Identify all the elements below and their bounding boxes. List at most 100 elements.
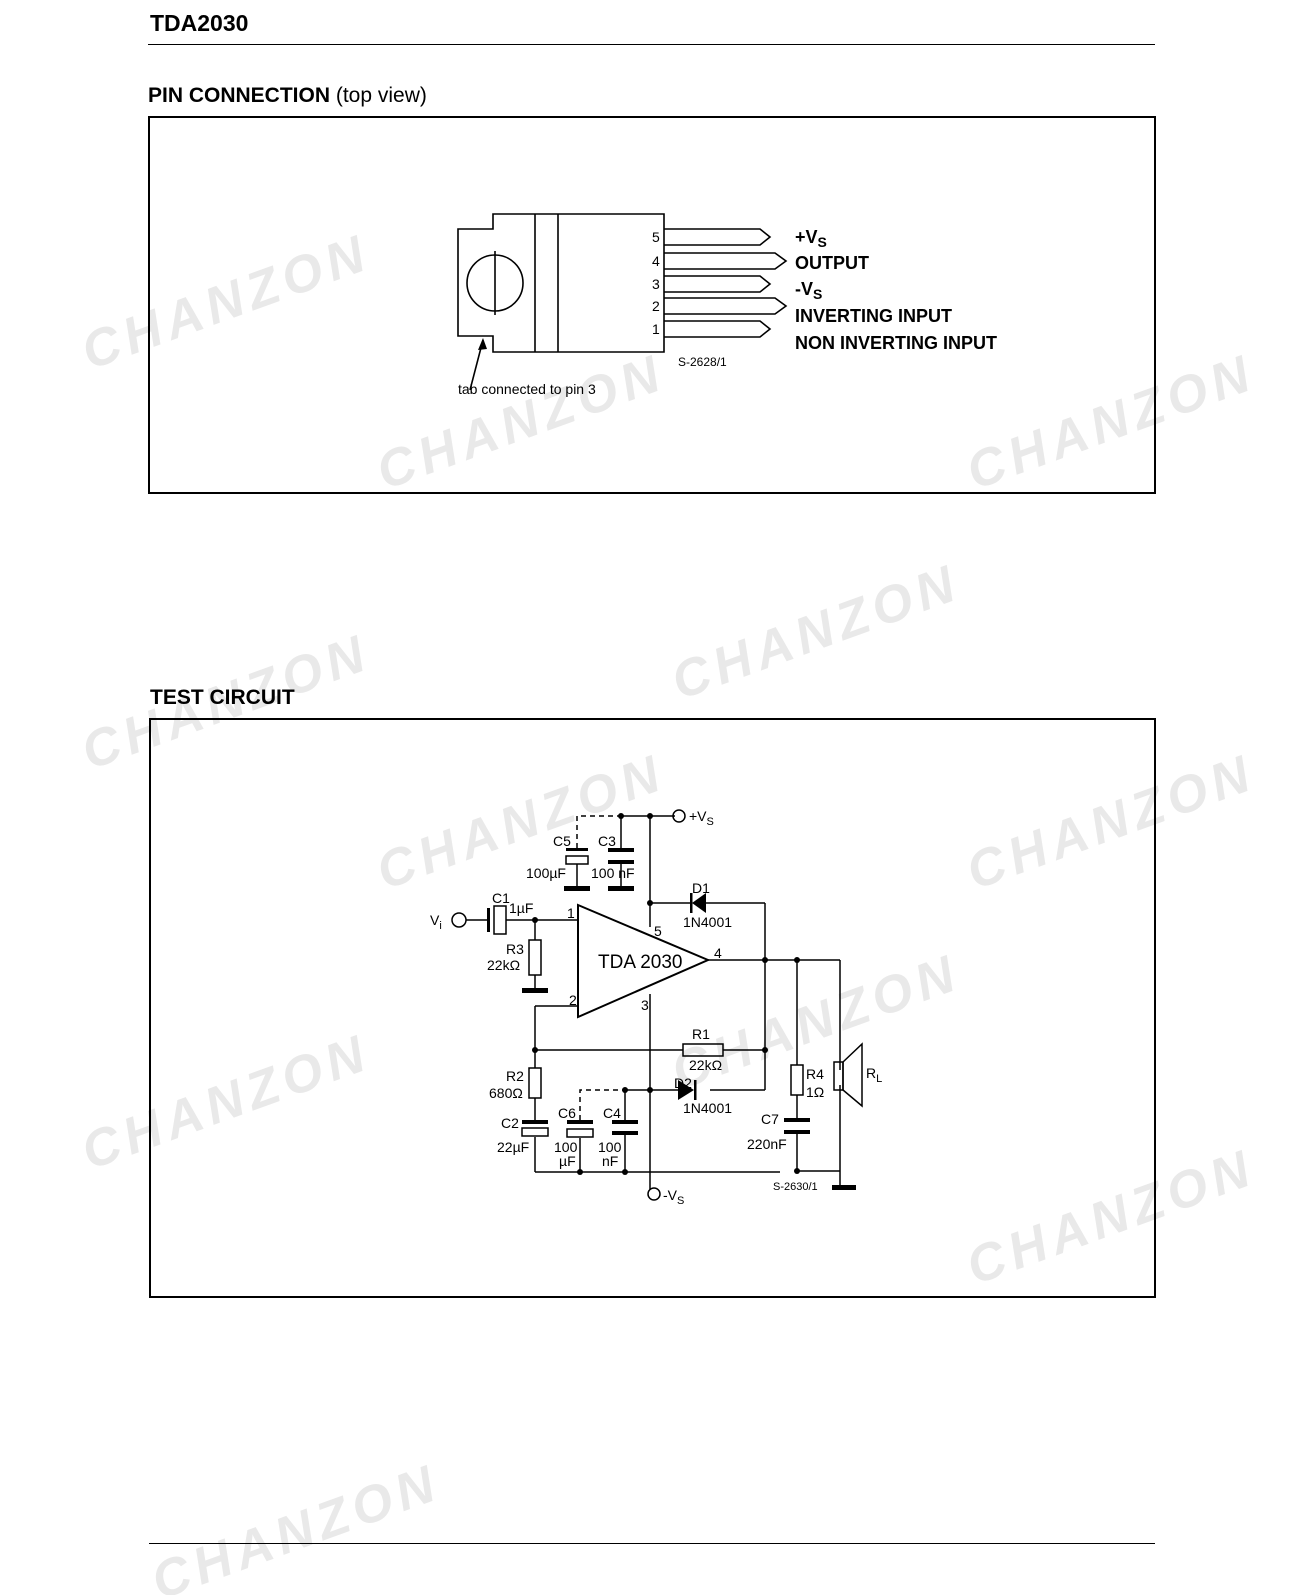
capacitor-c1 xyxy=(487,908,490,932)
speaker-coil xyxy=(833,1061,844,1091)
pin-3-lead xyxy=(664,275,772,293)
diode-d2-bar xyxy=(694,1080,697,1100)
d1-name: D1 xyxy=(692,880,710,896)
junction-dot xyxy=(762,957,768,963)
pin-connection-note: (top view) xyxy=(335,84,427,107)
capacitor-c5-plate xyxy=(565,855,589,865)
pin-labels: +VS OUTPUT -VS INVERTING INPUT NON INVER… xyxy=(795,227,997,353)
capacitor-c2 xyxy=(522,1120,548,1124)
capacitor-c6-plate xyxy=(566,1128,594,1138)
resistor-r1 xyxy=(682,1043,724,1057)
r4-value: 1Ω xyxy=(806,1084,824,1100)
c5-value: 100µF xyxy=(526,865,566,881)
tab-pointer-arrow xyxy=(478,338,487,350)
supply-negative-label: -VS xyxy=(663,1187,684,1207)
capacitor-c3 xyxy=(608,848,634,852)
junction-dot xyxy=(622,1087,628,1093)
pin4-number: 4 xyxy=(714,945,722,961)
pin-label: NON INVERTING INPUT xyxy=(795,333,997,353)
wire-c6-dashed xyxy=(579,1089,625,1120)
r2-name: R2 xyxy=(506,1068,524,1084)
c4-value-b: nF xyxy=(602,1153,618,1169)
test-circuit-frame xyxy=(149,718,1156,1298)
capacitor-c4 xyxy=(612,1120,638,1124)
junction-dot xyxy=(622,1169,628,1175)
pin-label: +VS xyxy=(795,227,827,250)
resistor-r2 xyxy=(528,1067,542,1099)
test-circuit-heading: TEST CIRCUIT xyxy=(150,686,295,709)
c6-value-b: µF xyxy=(559,1153,576,1169)
r3-value: 22kΩ xyxy=(487,957,520,973)
pin5-number: 5 xyxy=(654,923,662,939)
ground-output xyxy=(832,1185,856,1190)
pin-numbers: 5 4 3 2 1 xyxy=(652,229,660,337)
capacitor-c1-plate xyxy=(493,905,507,935)
opamp-triangle xyxy=(577,903,711,1019)
r1-value: 22kΩ xyxy=(689,1057,722,1073)
terminal-vs-neg xyxy=(647,1187,661,1201)
pin-number: 2 xyxy=(652,298,660,314)
d2-value: 1N4001 xyxy=(683,1100,732,1116)
r1-name: R1 xyxy=(692,1026,710,1042)
pin-5-lead xyxy=(664,228,772,246)
c7-value: 220nF xyxy=(747,1136,787,1152)
ic-label: TDA 2030 xyxy=(598,952,683,973)
load-label: RL xyxy=(866,1065,882,1085)
junction-dot xyxy=(532,917,538,923)
capacitor-c4-plate xyxy=(612,1131,638,1135)
diode-d1-bar xyxy=(690,893,693,913)
page-header-title: TDA2030 xyxy=(150,10,249,36)
input-label: Vi xyxy=(430,912,442,932)
diode-d1 xyxy=(692,893,706,913)
pin-number: 4 xyxy=(652,253,660,269)
pin-number: 5 xyxy=(652,229,660,245)
test-figure-code: S-2630/1 xyxy=(773,1181,818,1193)
capacitor-c7 xyxy=(784,1118,810,1122)
pin-connection-title: PIN CONNECTION xyxy=(148,84,331,107)
pin-label: OUTPUT xyxy=(795,253,869,273)
pin-4-lead xyxy=(664,252,788,270)
ground-r3 xyxy=(522,988,548,993)
package-outline xyxy=(457,213,788,391)
tab-note: tab connected to pin 3 xyxy=(458,381,596,397)
wire-c5-dashed xyxy=(576,815,621,848)
d2-name: D2 xyxy=(674,1075,692,1091)
pin-1-lead xyxy=(664,320,772,338)
junction-dot xyxy=(647,1087,653,1093)
pin-connection-heading: PIN CONNECTION (top view) xyxy=(148,84,427,108)
c4-value-a: 100 xyxy=(598,1139,622,1155)
r2-value: 680Ω xyxy=(489,1085,523,1101)
capacitor-c5 xyxy=(566,848,588,851)
pin-number: 3 xyxy=(652,276,660,292)
pin-connection-frame xyxy=(148,116,1156,494)
c6-name: C6 xyxy=(558,1105,576,1121)
pin-figure-code: S-2628/1 xyxy=(678,355,727,369)
header-rule xyxy=(148,44,1155,45)
resistor-r4 xyxy=(790,1064,804,1096)
c4-name: C4 xyxy=(603,1105,621,1121)
junction-dot xyxy=(794,1168,800,1174)
c7-name: C7 xyxy=(761,1111,779,1127)
supply-positive-label: +VS xyxy=(689,808,714,828)
circuit-solids xyxy=(487,813,856,1190)
c3-value: 100 nF xyxy=(591,865,635,881)
junction-dot xyxy=(618,813,624,819)
resistor-r3 xyxy=(528,939,542,976)
r4-name: R4 xyxy=(806,1066,824,1082)
circuit-labels: TDA 2030 1 2 3 4 5 +VS -VS Vi RL S-2630/… xyxy=(430,808,882,1207)
capacitor-c7-plate xyxy=(784,1130,810,1134)
ground-c3 xyxy=(608,886,634,891)
pin-2-lead xyxy=(664,297,788,315)
terminal-input xyxy=(451,912,467,928)
junction-dot xyxy=(577,1169,583,1175)
ground-c5 xyxy=(564,886,590,891)
diode-d2 xyxy=(678,1080,694,1100)
capacitor-c3-plate xyxy=(608,860,634,864)
pin2-number: 2 xyxy=(569,992,577,1008)
junction-dot xyxy=(647,813,653,819)
pin-label: -VS xyxy=(795,279,822,302)
capacitor-c2-plate xyxy=(521,1127,549,1137)
